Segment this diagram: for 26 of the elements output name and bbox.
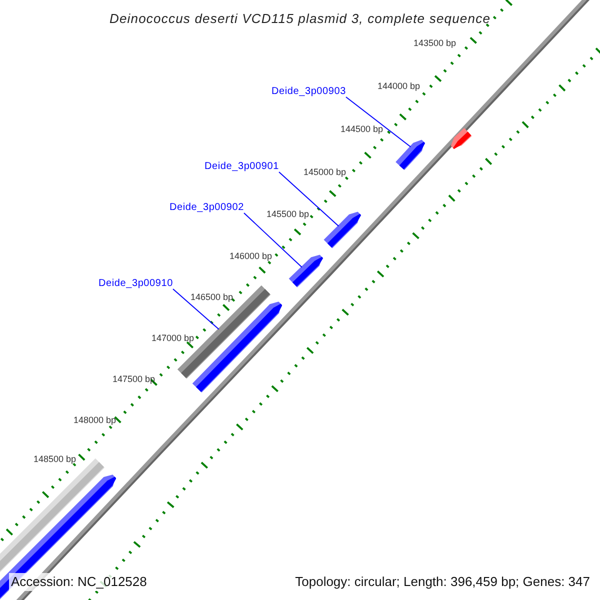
scale-label: 145500 bp (266, 208, 309, 220)
info-text: Accession: NC_012528 (9, 573, 149, 591)
scale-label: 147500 bp (112, 373, 155, 385)
gene-marker (288, 254, 323, 288)
scale-label: 148000 bp (73, 414, 116, 426)
gene-marker (450, 127, 472, 149)
scale-label: 148500 bp (33, 453, 76, 465)
gene-marker (395, 139, 425, 171)
gene-label: Deide_3p00910 (98, 277, 173, 291)
leader-line (278, 172, 340, 227)
scale-label: 144500 bp (340, 123, 383, 135)
scale-label: 146000 bp (229, 250, 272, 262)
gene-label: Deide_3p00903 (271, 85, 346, 99)
scale-label: 144000 bp (377, 80, 420, 92)
title: Deinococcus deserti VCD115 plasmid 3, complete sequence (108, 10, 492, 28)
gene-label: Deide_3p00902 (169, 201, 244, 215)
gene-marker (192, 301, 282, 393)
leader-line (172, 288, 220, 330)
scale-label: 143500 bp (413, 37, 456, 49)
leader-line (346, 96, 412, 148)
gene-label: Deide_3p00901 (204, 160, 279, 174)
gene-marker (323, 211, 361, 249)
scale-label: 147000 bp (151, 332, 194, 344)
scale-label: 146500 bp (190, 291, 233, 303)
scale-label: 145000 bp (303, 166, 346, 178)
leader-line (244, 212, 302, 268)
